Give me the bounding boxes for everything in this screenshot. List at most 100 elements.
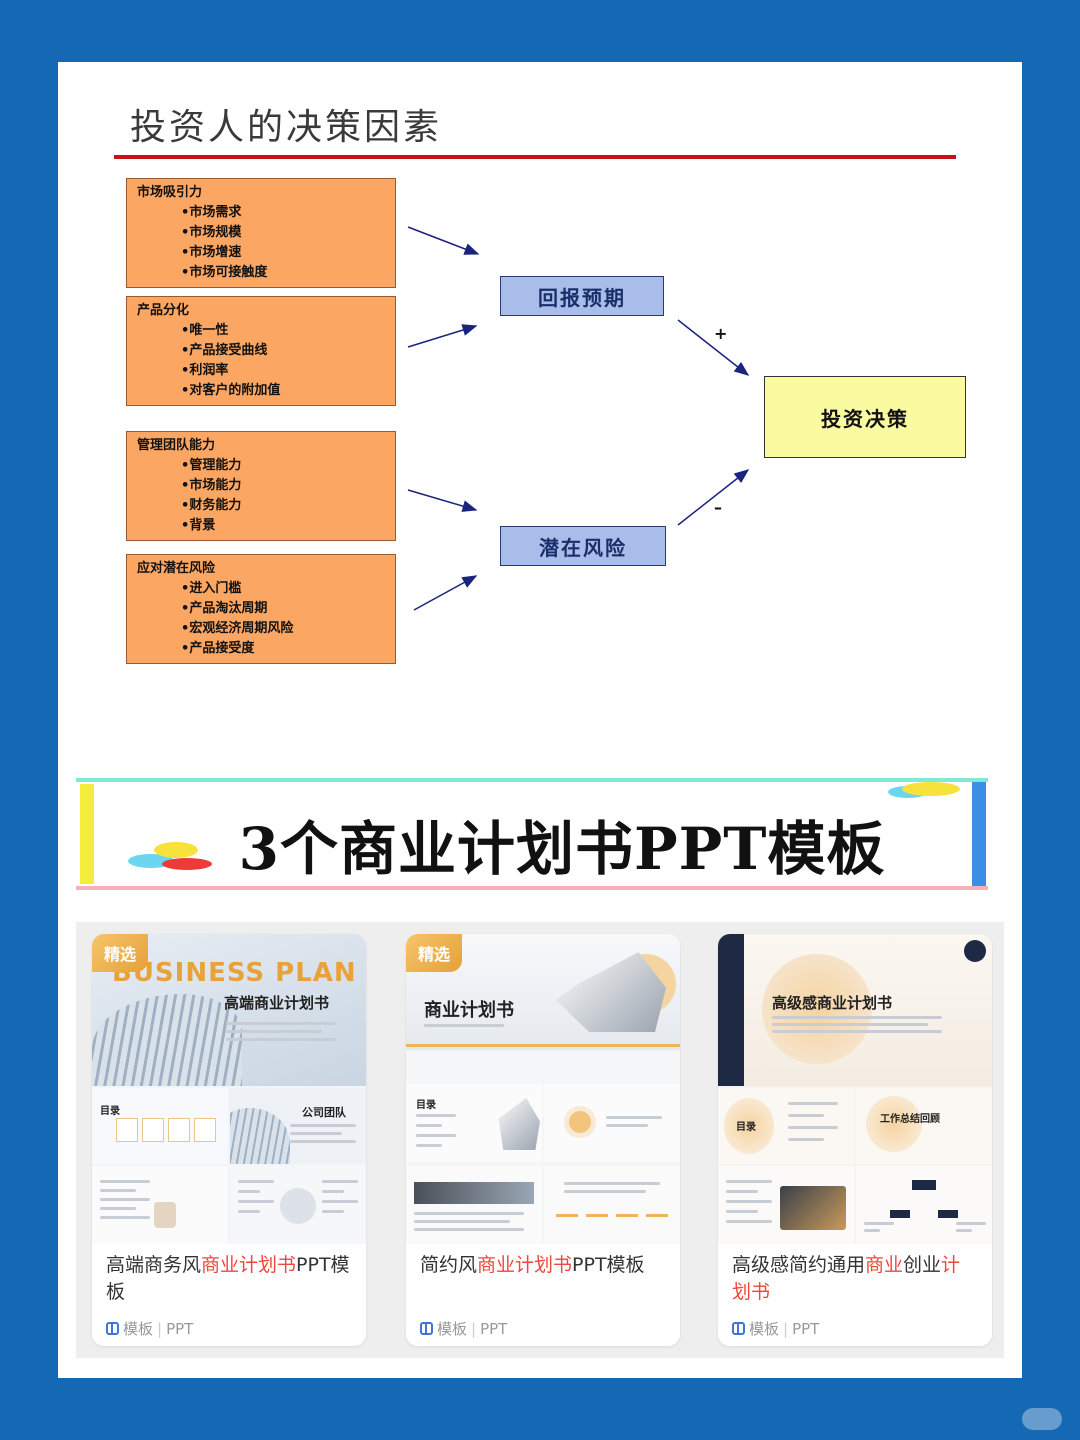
thumb-tile-box (194, 1118, 216, 1142)
meta-separator: | (157, 1319, 163, 1338)
factor-box: 应对潜在风险进入门槛产品淘汰周期宏观经济周期风险产品接受度 (126, 554, 396, 664)
factor-item: 市场可接触度 (181, 263, 385, 283)
template-card-3[interactable]: 高级感商业计划书目录 工作总结回顾高级感简约通用商业创业计划书模板|PPT (718, 934, 992, 1346)
factor-item: 产品接受度 (181, 639, 385, 659)
thumb-photo (154, 1202, 176, 1228)
placeholder-line (416, 1124, 442, 1127)
factor-heading: 市场吸引力 (137, 185, 203, 200)
placeholder-line (956, 1229, 972, 1232)
placeholder-line (564, 1182, 660, 1185)
title-rule (114, 155, 956, 159)
title-highlight: 商业 (865, 1254, 904, 1276)
placeholder-line (100, 1198, 150, 1201)
thumb-subtitle: 高端商业计划书 (224, 994, 330, 1012)
plus-sign: + (714, 324, 728, 343)
thumb-tile-title: 目录 (736, 1122, 756, 1133)
meta-format: PPT (480, 1319, 508, 1338)
placeholder-line (226, 1030, 322, 1033)
arrow-risk-mgmt-to-risk (413, 575, 478, 611)
thumb-slide-data (92, 1166, 228, 1244)
title-text: PPT模板 (106, 1254, 350, 1303)
template-meta: 模板|PPT (106, 1318, 193, 1339)
placeholder-line (788, 1126, 838, 1129)
potential-risk-box: 潜在风险 (500, 526, 666, 566)
placeholder-line (772, 1016, 942, 1019)
thumb-slide-stats (544, 1166, 680, 1244)
template-title[interactable]: 高级感简约通用商业创业计划书 (732, 1252, 978, 1306)
placeholder-line (322, 1180, 358, 1183)
thumb-gold-half (724, 1098, 774, 1154)
banner-right-bar (972, 782, 986, 886)
placeholder-line (414, 1228, 524, 1231)
thumb-slide-photo (406, 1166, 542, 1244)
factor-heading: 管理团队能力 (137, 438, 216, 453)
template-meta: 模板|PPT (732, 1318, 819, 1339)
template-card-2[interactable]: 商业计划书目录精选简约风商业计划书PPT模板模板|PPT (406, 934, 680, 1346)
factor-item: 背景 (181, 516, 385, 536)
placeholder-line (100, 1207, 136, 1210)
factor-item: 对客户的附加值 (181, 381, 385, 401)
title-text: 高端商务风 (106, 1254, 202, 1276)
template-thumbnail[interactable]: 商业计划书目录 (406, 934, 680, 1244)
thumb-slide-contents: 目录 (718, 1088, 854, 1164)
banner-top-line (76, 778, 988, 782)
template-title[interactable]: 高端商务风商业计划书PPT模板 (106, 1252, 352, 1306)
placeholder-line (726, 1190, 758, 1193)
thumb-stat-bar (586, 1214, 608, 1217)
template-thumbnail[interactable]: 高级感商业计划书目录 工作总结回顾 (718, 934, 992, 1244)
factor-item: 市场需求 (181, 203, 385, 223)
thumb-tile-title: 工作总结回顾 (880, 1114, 940, 1125)
template-icon (106, 1322, 119, 1335)
thumb-building-small (498, 1098, 540, 1150)
content-panel: 投资人的决策因素 市场吸引力市场需求市场规模市场增速市场可接触度产品分化唯一性产… (58, 62, 1022, 1378)
meta-format: PPT (792, 1319, 820, 1338)
arrow-return-to-decision (677, 319, 750, 376)
placeholder-line (290, 1140, 356, 1143)
factor-item: 财务能力 (181, 496, 385, 516)
placeholder-line (726, 1210, 758, 1213)
thumb-stat-bar (556, 1214, 578, 1217)
placeholder-line (414, 1212, 524, 1215)
factor-items: 进入门槛产品淘汰周期宏观经济周期风险产品接受度 (137, 579, 385, 659)
placeholder-line (788, 1138, 824, 1141)
placeholder-line (226, 1038, 336, 1041)
banner-left-bar (80, 784, 94, 884)
arrow-risk-to-decision (677, 469, 750, 526)
placeholder-line (788, 1114, 824, 1117)
thumb-hero-slide: 高级感商业计划书 (718, 934, 992, 1086)
thumb-gold-rule (406, 1044, 680, 1047)
placeholder-line (416, 1114, 456, 1117)
title-highlight: 商业计划书 (477, 1254, 573, 1276)
factor-item: 市场规模 (181, 223, 385, 243)
thumb-slide-people (230, 1166, 366, 1244)
thumb-tile-title: 目录 (416, 1100, 436, 1111)
slide-title: 投资人的决策因素 (130, 107, 443, 148)
placeholder-line (322, 1210, 344, 1213)
template-title[interactable]: 简约风商业计划书PPT模板 (420, 1252, 666, 1279)
template-icon (420, 1322, 433, 1335)
title-text: 简约风 (420, 1254, 478, 1276)
template-icon (732, 1322, 745, 1335)
meta-type: 模板 (123, 1320, 154, 1338)
placeholder-line (726, 1200, 772, 1203)
banner-bottom-line (76, 886, 988, 890)
factor-item: 唯一性 (181, 321, 385, 341)
factor-item: 产品淘汰周期 (181, 599, 385, 619)
arrow-team-to-risk (407, 489, 478, 512)
template-meta: 模板|PPT (420, 1318, 507, 1339)
factor-item: 管理能力 (181, 456, 385, 476)
placeholder-line (226, 1022, 336, 1025)
flow-arrows (407, 226, 750, 611)
thumb-subtitle: 高级感商业计划书 (772, 994, 893, 1012)
meta-format: PPT (166, 1319, 194, 1338)
placeholder-line (290, 1132, 342, 1135)
decor-bubble-yellow-right (902, 782, 960, 796)
thumb-navy-dot (964, 940, 986, 962)
placeholder-line (864, 1229, 880, 1232)
placeholder-line (100, 1189, 136, 1192)
placeholder-line (956, 1222, 986, 1225)
placeholder-line (606, 1124, 648, 1127)
